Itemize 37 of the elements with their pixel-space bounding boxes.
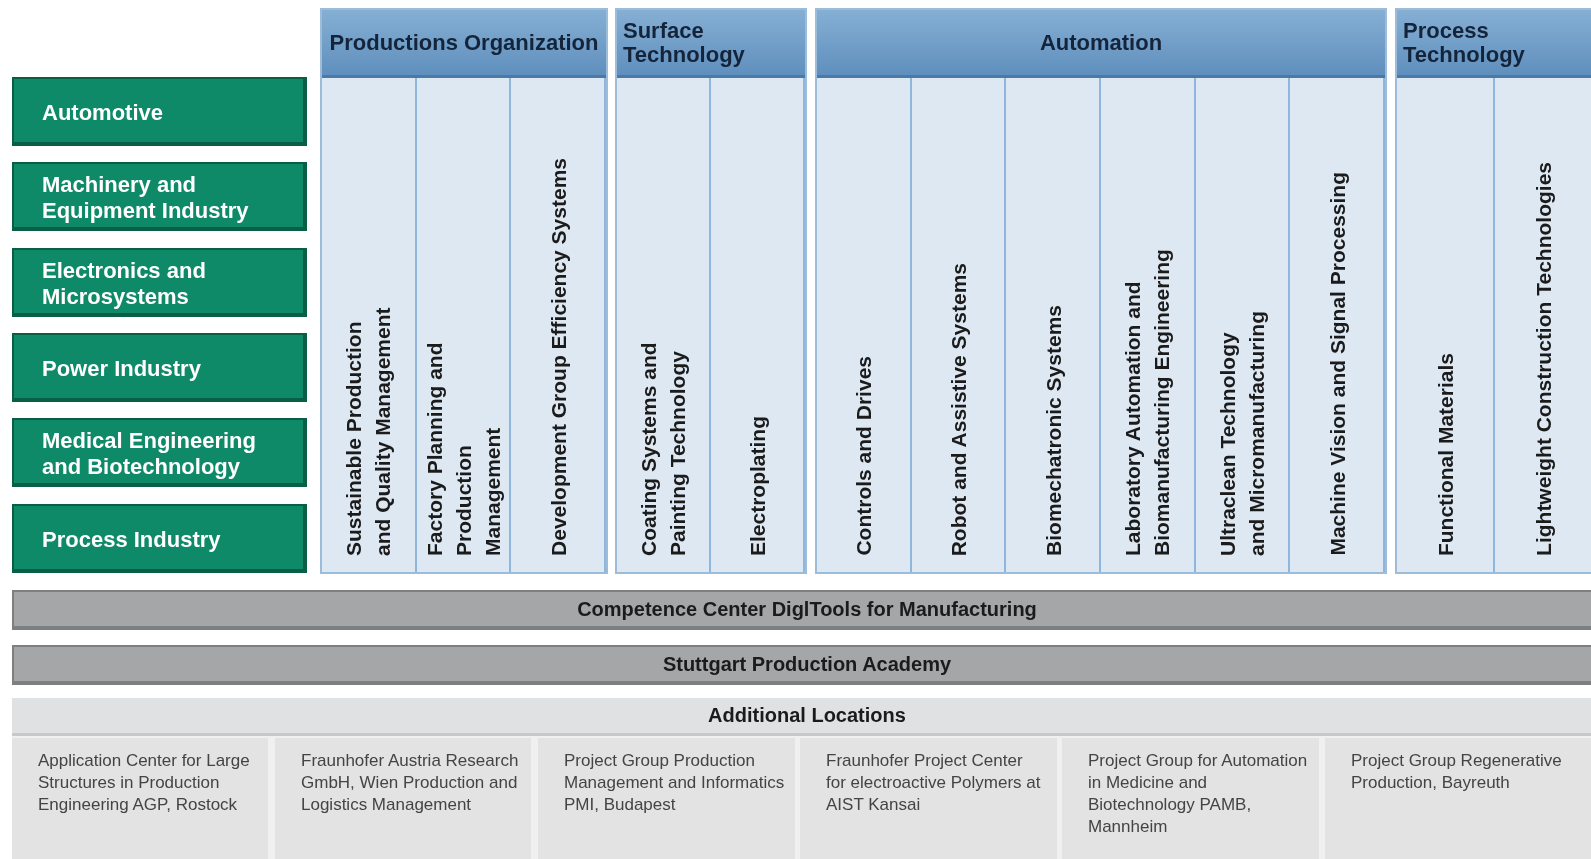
industry-box: Machinery and Equipment Industry xyxy=(12,162,307,231)
column-label: Ultraclean Technology and Micromanufacturing xyxy=(1215,309,1269,556)
column-label: Controls and Drives xyxy=(850,356,876,556)
panel-header: Additional Locations xyxy=(12,698,1591,736)
column-label: Coating Systems and Painting Technology xyxy=(636,341,690,556)
location-box: Project Group for Automation in Medicine and Biotechnology PAMB, Mannheim xyxy=(1062,738,1319,859)
location-box: Fraunhofer Project Center for electroactive Polymers at AIST Kansai xyxy=(800,738,1057,859)
industry-box: Automotive xyxy=(12,77,307,146)
department-header: Productions Organization xyxy=(322,10,606,78)
industry-box: Process Industry xyxy=(12,504,307,573)
cross-section-band: Competence Center DiglTools for Manufacturing xyxy=(12,590,1591,630)
department-group xyxy=(320,8,608,574)
column-label: Biomechatronic Systems xyxy=(1040,305,1066,556)
department-group xyxy=(615,8,807,574)
column-label: Robot and Assistive Systems xyxy=(945,262,971,556)
column-label: Electroplating xyxy=(744,415,770,556)
locations-panel xyxy=(12,698,1591,859)
department-header: Automation xyxy=(817,10,1385,78)
department-group xyxy=(1395,8,1591,574)
department-group xyxy=(815,8,1387,574)
industry-box: Electronics and Microsystems xyxy=(12,248,307,317)
column-label: Functional Materials xyxy=(1432,352,1458,556)
department-header: Process Technology xyxy=(1397,10,1591,78)
column-label: Factory Planning and Production Management xyxy=(421,341,505,556)
department-header: Surface Technology xyxy=(617,10,805,78)
location-box: Application Center for Large Structures in Production Engineering AGP, Rostock xyxy=(12,738,268,859)
location-box: Project Group Production Management and Informatics PMI, Budapest xyxy=(538,738,795,859)
column-label: Sustainable Production and Quality Management xyxy=(341,306,396,556)
industry-box: Medical Engineering and Biotechnology xyxy=(12,418,307,487)
column-label: Laboratory Automation and Biomanufacturing Engineering xyxy=(1120,248,1175,556)
industry-box: Power Industry xyxy=(12,333,307,402)
column-label: Development Group Efficiency Systems xyxy=(545,158,571,556)
column-label: Lightweight Construction Technologies xyxy=(1530,162,1556,556)
location-box: Fraunhofer Austria Research GmbH, Wien Production and Logistics Management xyxy=(275,738,531,859)
column-label: Machine Vision and Signal Processing xyxy=(1324,172,1350,556)
location-box: Project Group Regenerative Production, Bayreuth xyxy=(1325,738,1591,859)
cross-section-band: Stuttgart Production Academy xyxy=(12,645,1591,685)
